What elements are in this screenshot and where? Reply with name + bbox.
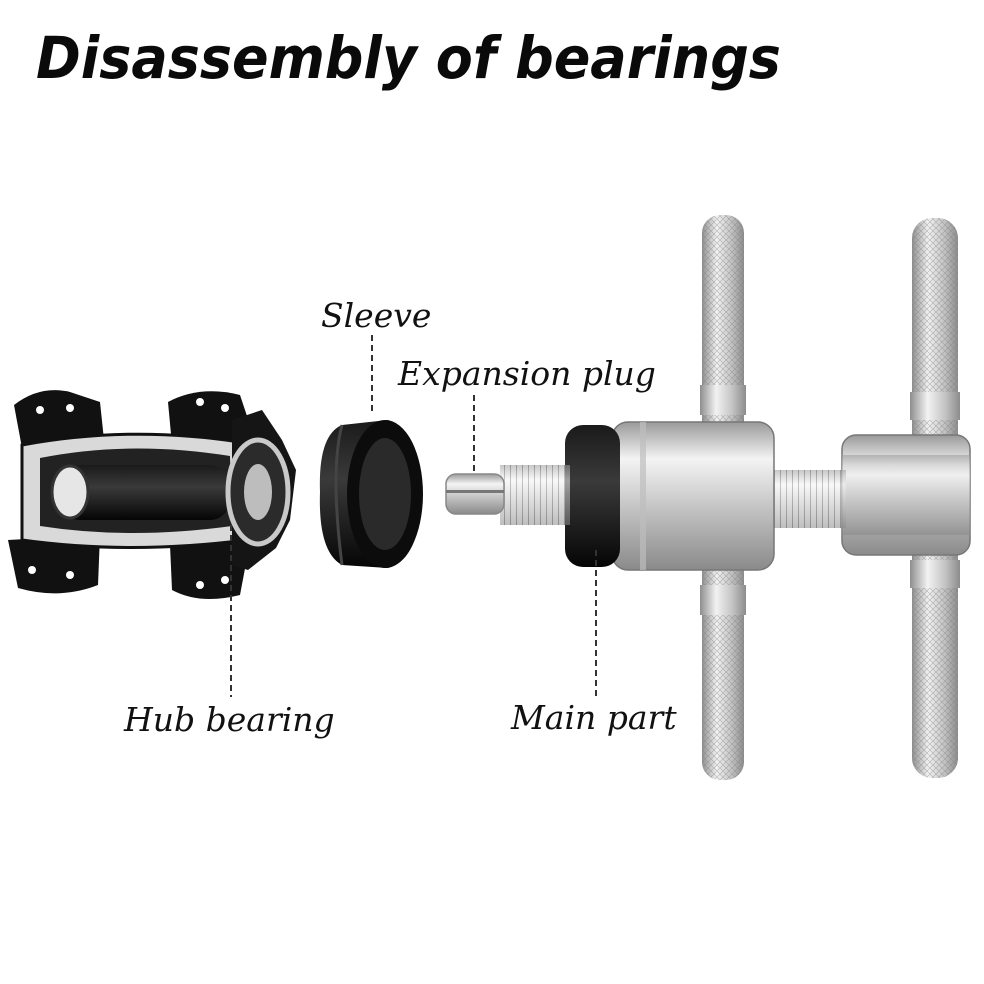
main-part-label: Main part	[511, 698, 677, 737]
leader-lines	[230, 335, 597, 697]
hub-bearing-label: Hub bearing	[124, 700, 335, 739]
hub-bearing-part	[8, 390, 296, 599]
diagram-title: Disassembly of bearings	[36, 24, 781, 92]
sleeve-label: Sleeve	[321, 296, 432, 335]
main-part-tool	[445, 215, 971, 780]
sleeve-part	[319, 420, 423, 568]
expansion-plug-label: Expansion plug	[398, 354, 656, 393]
